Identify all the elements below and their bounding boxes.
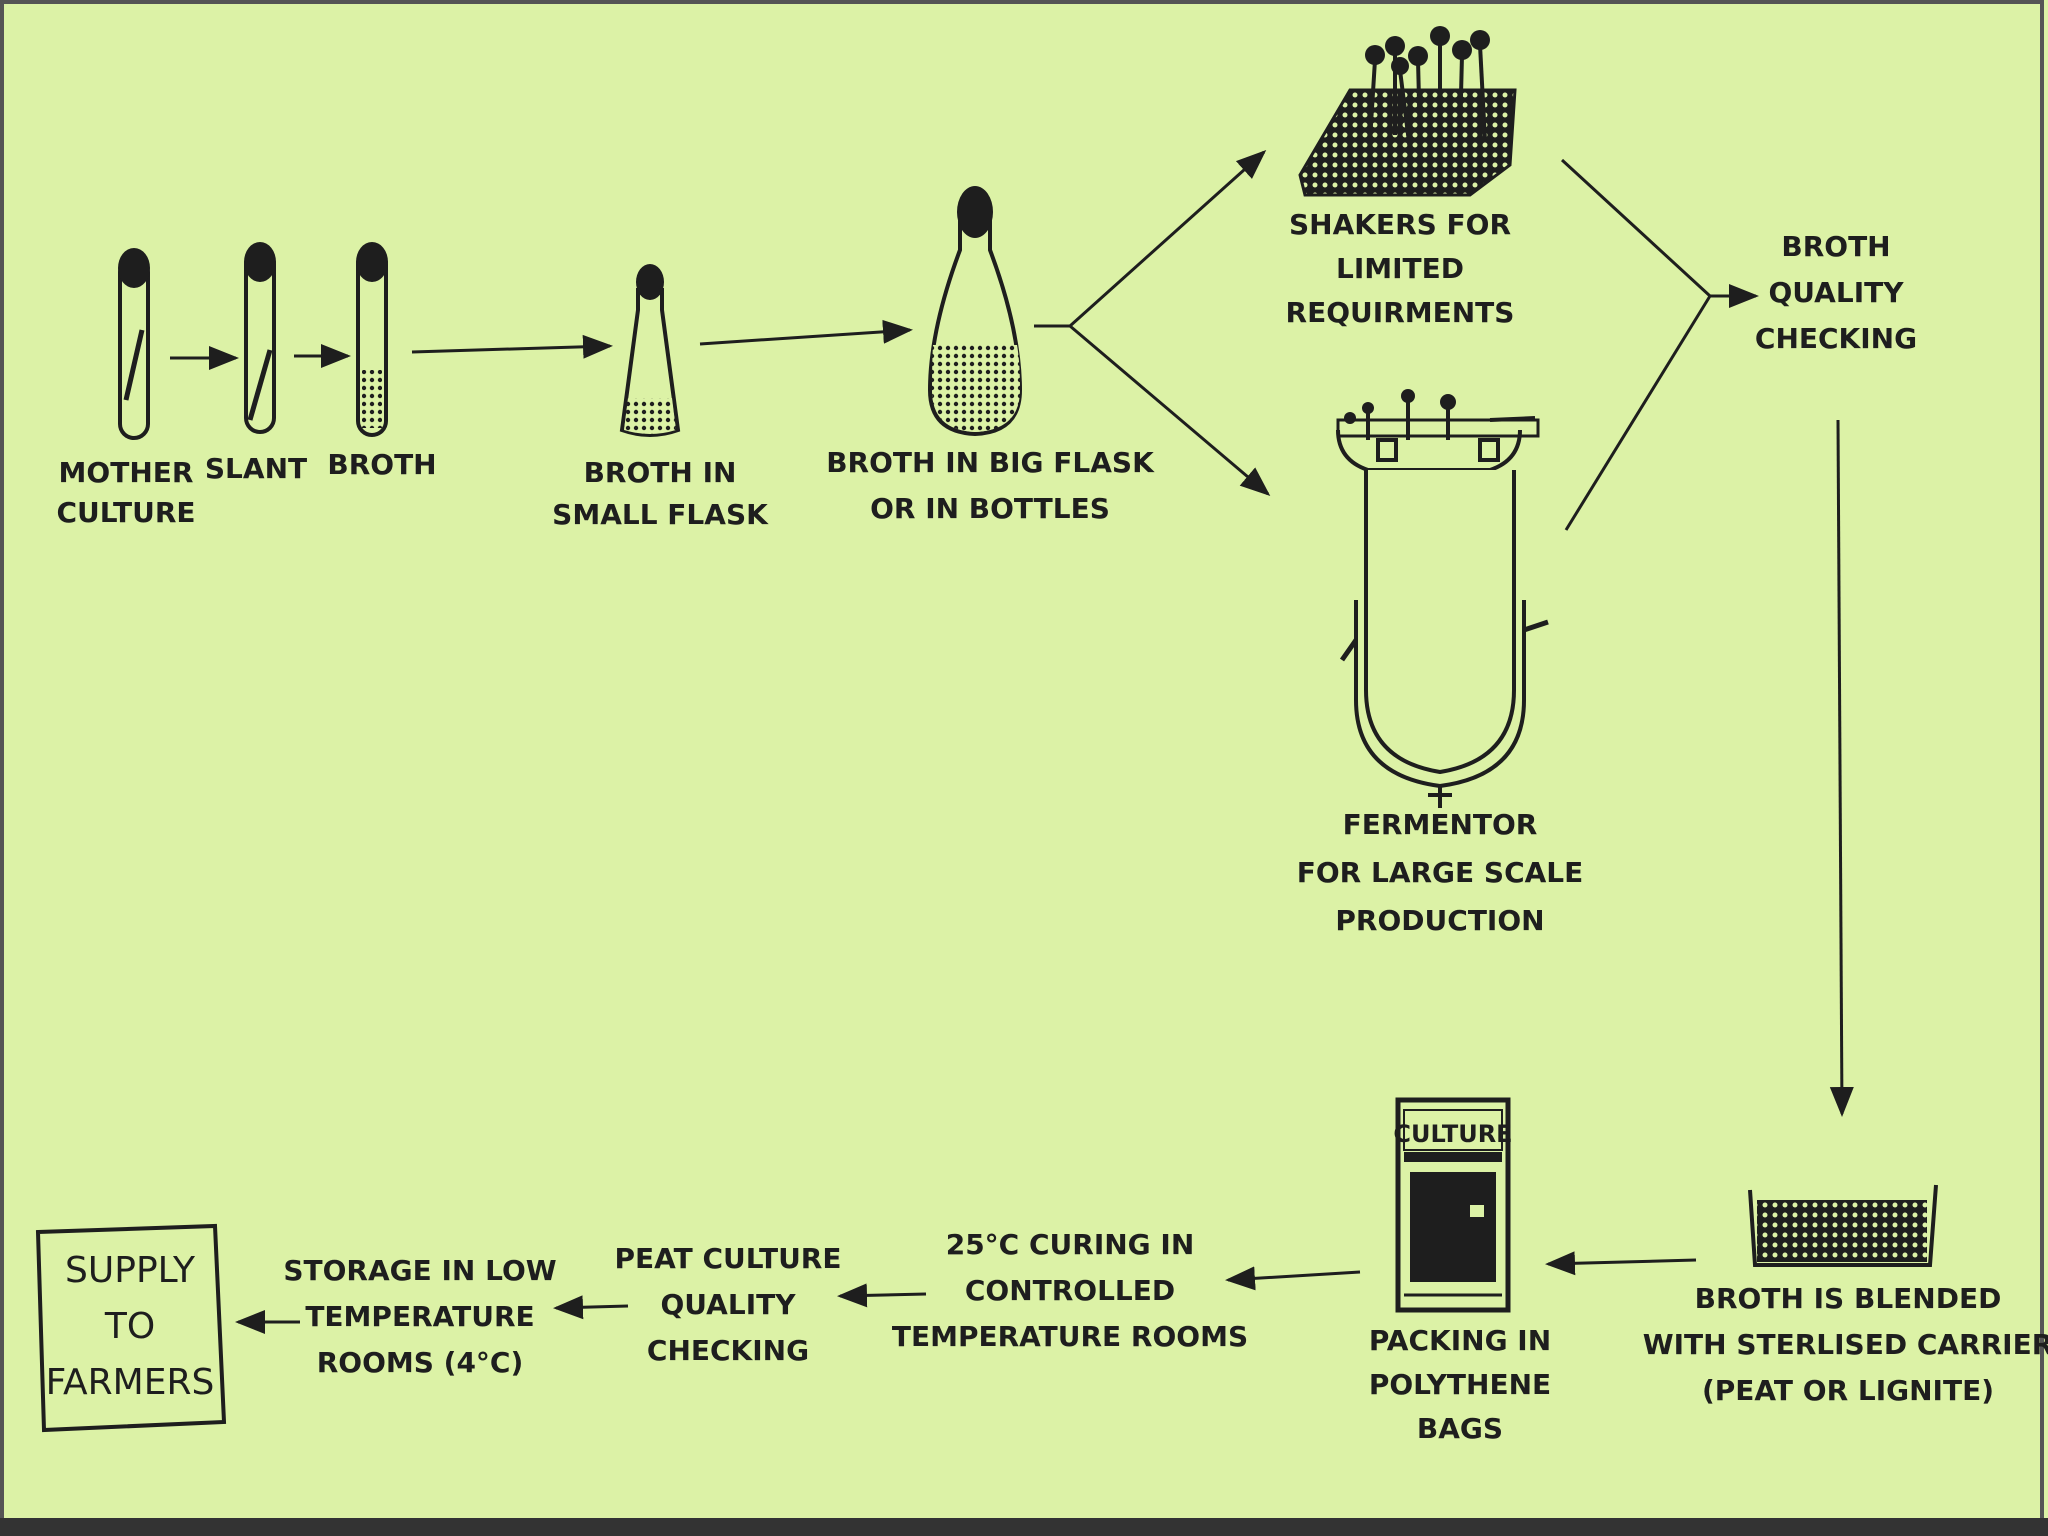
- label-line: CULTURE: [56, 496, 195, 529]
- label-line: BROTH: [1781, 230, 1890, 263]
- label-line: 25°C CURING IN: [946, 1228, 1195, 1261]
- label-line: ROOMS (4°C): [317, 1346, 524, 1379]
- label-line: QUALITY: [661, 1288, 797, 1321]
- label-line: OR IN BOTTLES: [870, 492, 1110, 525]
- label-line: STORAGE IN LOW: [283, 1254, 556, 1287]
- arrow-to-shakers: [1068, 149, 1267, 328]
- label-line: SUPPLY: [65, 1250, 196, 1291]
- label-broth-quality: BROTH QUALITY CHECKING: [1755, 230, 1917, 355]
- broth-tube-icon: [356, 242, 388, 437]
- label-line: FOR LARGE SCALE: [1297, 856, 1584, 889]
- label-line: CHECKING: [647, 1334, 809, 1367]
- label-slant: SLANT: [205, 452, 307, 485]
- label-broth-big-flask: BROTH IN BIG FLASK OR IN BOTTLES: [826, 446, 1155, 525]
- flow-arrows: [170, 149, 1854, 1334]
- label-broth: BROTH: [327, 448, 436, 481]
- label-line: TEMPERATURE ROOMS: [892, 1320, 1248, 1353]
- big-flask-icon: [927, 186, 1023, 437]
- label-line: FERMENTOR: [1343, 808, 1538, 841]
- label-line: SHAKERS FOR: [1289, 208, 1511, 241]
- label-peat-quality: PEAT CULTURE QUALITY CHECKING: [614, 1242, 841, 1367]
- arrow-to-peat-quality: [837, 1283, 927, 1308]
- merge-from-fermentor: [1564, 295, 1712, 531]
- label-line: SMALL FLASK: [552, 498, 769, 531]
- label-line: BROTH IN: [584, 456, 737, 489]
- label-mother-culture: MOTHER CULTURE: [56, 456, 195, 529]
- label-line: TEMPERATURE: [305, 1300, 534, 1333]
- arrow-to-blending: [1829, 419, 1854, 1117]
- label-line: MOTHER: [59, 456, 194, 489]
- label-blending: BROTH IS BLENDED WITH STERLISED CARRIER (P…: [1643, 1282, 2048, 1407]
- mother-culture-tube-icon: [118, 248, 150, 440]
- merge-from-shakers: [1560, 158, 1712, 298]
- supply-box: [35, 1223, 227, 1433]
- label-line: POLYTHENE: [1369, 1368, 1551, 1401]
- label-line: BROTH: [327, 448, 436, 481]
- label-line: WITH STERLISED CARRIER: [1643, 1328, 2048, 1361]
- label-line: BROTH IS BLENDED: [1695, 1282, 2002, 1315]
- label-line: PEAT CULTURE: [614, 1242, 841, 1275]
- label-line: PACKING IN: [1369, 1324, 1551, 1357]
- arrow-to-curing: [1225, 1266, 1361, 1291]
- label-storage: STORAGE IN LOW TEMPERATURE ROOMS (4°C): [283, 1254, 556, 1379]
- label-shakers: SHAKERS FOR LIMITED REQUIRMENTS: [1286, 208, 1515, 329]
- culture-bag-icon: CULTURE: [1393, 1097, 1513, 1313]
- label-line: QUALITY: [1769, 276, 1905, 309]
- label-line: CONTROLLED: [965, 1274, 1175, 1307]
- label-line: SLANT: [205, 452, 307, 485]
- label-line: LIMITED: [1336, 252, 1464, 285]
- fermentor-icon: [1336, 389, 1549, 808]
- label-line: PRODUCTION: [1335, 904, 1544, 937]
- carrier-tray-icon: [1748, 1184, 1938, 1267]
- label-line: FARMERS: [46, 1362, 215, 1403]
- label-line: TO: [104, 1306, 155, 1347]
- slant-tube-icon: [244, 242, 276, 434]
- bag-label: CULTURE: [1393, 1120, 1512, 1148]
- label-fermentor: FERMENTOR FOR LARGE SCALE PRODUCTION: [1297, 808, 1584, 937]
- arrow-small-to-big-flask: [699, 319, 913, 346]
- arrow-to-packing: [1545, 1251, 1697, 1276]
- arrow-to-fermentor: [1069, 324, 1271, 496]
- arrow-to-storage: [553, 1295, 629, 1320]
- stage-labels: MOTHER CULTURE SLANT BROTH BROTH IN SMALL FLA…: [46, 208, 2048, 1445]
- small-flask-icon: [619, 264, 681, 437]
- label-line: BAGS: [1417, 1412, 1503, 1445]
- bottom-border: [0, 1518, 2048, 1536]
- label-line: REQUIRMENTS: [1286, 296, 1515, 329]
- label-line: BROTH IN BIG FLASK: [826, 446, 1155, 479]
- label-line: CHECKING: [1755, 322, 1917, 355]
- label-broth-small-flask: BROTH IN SMALL FLASK: [552, 456, 769, 531]
- shakers-icon: [1298, 26, 1517, 197]
- label-packing: PACKING IN POLYTHENE BAGS: [1369, 1324, 1551, 1445]
- label-supply: SUPPLY TO FARMERS: [46, 1250, 215, 1403]
- arrow-broth-to-small-flask: [411, 334, 613, 359]
- label-line: (PEAT OR LIGNITE): [1702, 1374, 1994, 1407]
- label-curing: 25°C CURING IN CONTROLLED TEMPERATURE ROOM…: [892, 1228, 1248, 1353]
